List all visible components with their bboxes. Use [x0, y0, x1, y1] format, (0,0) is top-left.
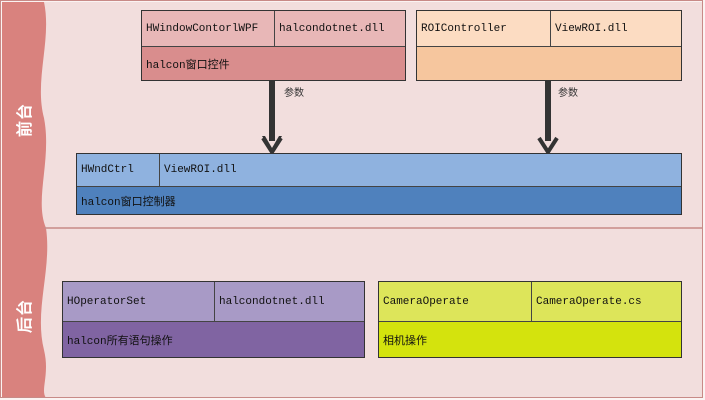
camera-operate-class: CameraOperate — [383, 295, 469, 308]
edge-label: 参数 — [558, 88, 578, 99]
operator-set-class: HOperatorSet — [67, 295, 147, 308]
roi-controller-dll: ViewROI.dll — [550, 11, 681, 46]
back-side-bar — [2, 228, 48, 398]
roi-controller-class: ROIController — [421, 22, 507, 35]
operator-set-node: HOperatorSet halcondotnet.dll halcon所有语句… — [62, 281, 365, 358]
window-control-desc: halcon窗口控件 — [146, 59, 230, 72]
operator-set-desc: halcon所有语句操作 — [67, 335, 173, 348]
roi-controller-desc — [417, 47, 681, 80]
roi-controller-node: ROIController ViewROI.dll — [416, 10, 682, 81]
hwndctrl-node: HWndCtrl ViewROI.dll halcon窗口控制器 — [76, 153, 682, 215]
camera-operate-desc: 相机操作 — [383, 335, 427, 348]
front-section-label: 前台 — [15, 103, 34, 138]
edge-label: 参数 — [284, 88, 304, 99]
window-control-class: HWindowContorlWPF — [146, 22, 259, 35]
front-side-bar — [2, 2, 47, 228]
hwndctrl-dll: ViewROI.dll — [159, 154, 681, 186]
hwndctrl-desc: halcon窗口控制器 — [81, 196, 176, 209]
hwndctrl-class: HWndCtrl — [81, 164, 134, 176]
operator-set-dll: halcondotnet.dll — [214, 282, 364, 321]
camera-operate-dll: CameraOperate.cs — [531, 282, 681, 321]
window-control-dll: halcondotnet.dll — [274, 11, 405, 46]
camera-operate-node: CameraOperate CameraOperate.cs 相机操作 — [378, 281, 682, 358]
back-section-label: 后台 — [15, 299, 34, 334]
window-control-node: HWindowContorlWPF halcondotnet.dll halco… — [141, 10, 406, 81]
